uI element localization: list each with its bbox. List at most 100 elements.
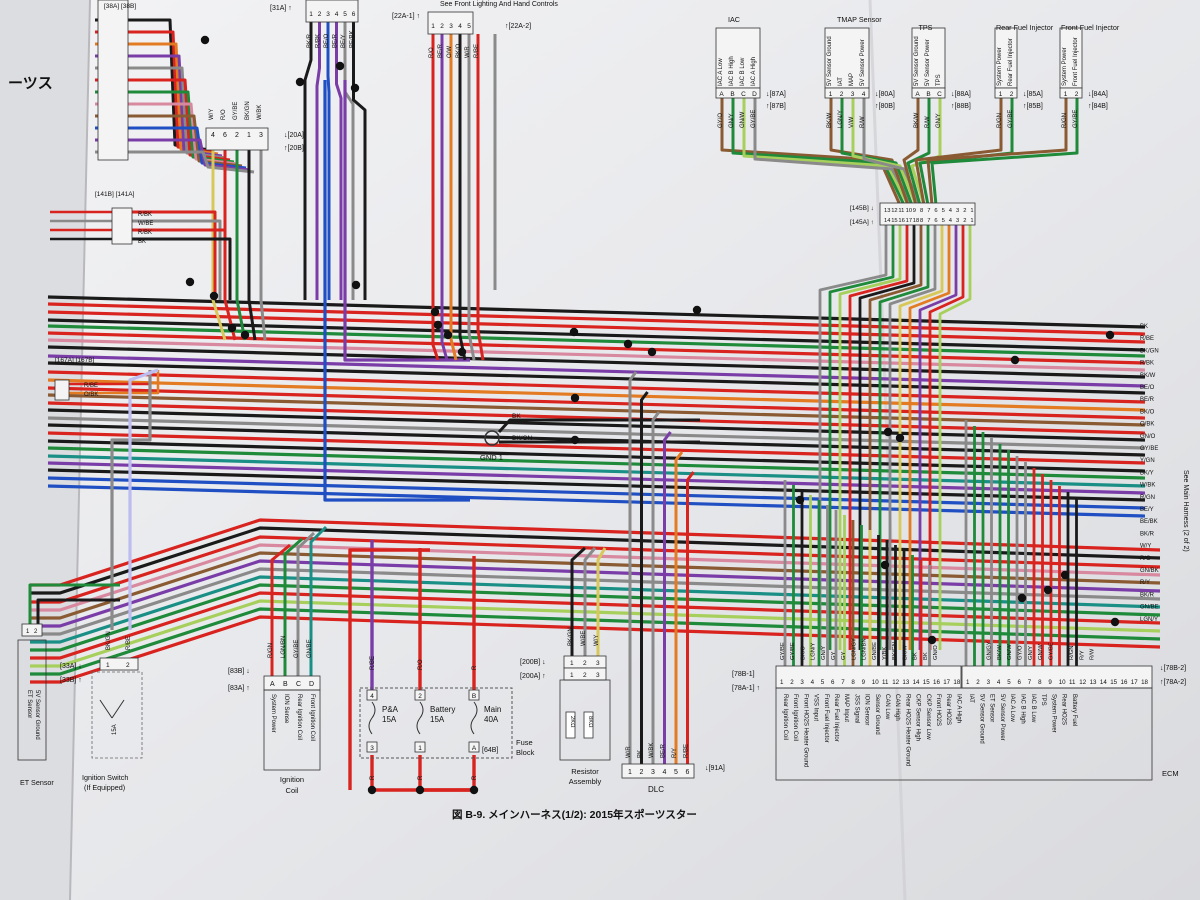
splice-dot <box>1105 330 1115 340</box>
resistor-ref-b: [200A] ↑ <box>520 673 546 680</box>
sensor-pin-label: IAC B Low <box>740 57 746 86</box>
figure-caption: 図 B-9. メインハーネス(1/2): 2015年スポーツスター <box>452 808 697 821</box>
pin-number: 7 <box>1028 679 1032 686</box>
wire-label: W/R <box>626 746 632 758</box>
connector-145-wire <box>928 225 965 650</box>
coil-wire <box>270 543 291 676</box>
harness-wire-label: BK <box>1140 324 1148 330</box>
harness-wire-label: BK/W <box>1140 373 1156 379</box>
sensor-pin-label: 5V Sensor Ground <box>827 36 833 86</box>
connector-167-wire <box>69 370 160 395</box>
ecm-pin-label: Battery Fuel <box>1071 694 1077 726</box>
pin-number: 11 <box>898 208 904 214</box>
ecm-body <box>775 687 1153 781</box>
resistor-title: Resistor <box>571 767 599 776</box>
splice-dot <box>335 61 345 71</box>
ecm-pin-label: ET Sensor <box>989 694 995 722</box>
pin-number: 2 <box>976 679 980 686</box>
pin-number: 2 <box>318 11 322 18</box>
harness-wire-label: BE/O <box>1140 385 1155 391</box>
wire-label: V/W <box>849 116 855 128</box>
resistor-value: 2KΩ <box>569 716 575 728</box>
bus-wire <box>47 386 1146 420</box>
bus-wire <box>47 302 1146 336</box>
wire-label: R/GN <box>268 643 274 658</box>
sensor-ref-b: ↑[84B] <box>1088 103 1108 110</box>
wire-label: W/R <box>465 46 471 58</box>
ecm-pin-label: Sensor Ground <box>874 694 880 735</box>
wire-label: GY/BE <box>790 642 796 660</box>
wire-label: R/O <box>221 109 227 120</box>
wire-label: BK/W <box>902 645 908 660</box>
pin-number: D <box>752 91 757 98</box>
pin-number: 5 <box>942 218 945 224</box>
pin-number: 1 <box>970 208 973 214</box>
wire-label: R <box>418 775 424 780</box>
bus-wire <box>47 484 1146 518</box>
sensor-ref-a: ↓[80A] <box>875 91 895 98</box>
sensor-wire <box>829 98 910 206</box>
connector-22a1 <box>427 11 474 35</box>
splice-dot <box>623 339 633 349</box>
harness-wire-label: BK/O <box>1140 409 1155 415</box>
bus-wire <box>47 446 1146 480</box>
connector-145-wire <box>828 225 895 650</box>
pin-number: 14 <box>913 679 920 686</box>
splice-dot <box>1010 355 1020 365</box>
bus-wire <box>47 378 1146 412</box>
dlc-wire <box>674 451 684 764</box>
ecm-pin-label: Front HO2S Heater Ground <box>802 694 808 767</box>
wire-label: BE/R <box>661 743 667 758</box>
wire-label: BK/GN <box>106 631 112 650</box>
wire-label: GY/BE <box>1073 110 1079 128</box>
connector-145-wire <box>858 225 916 650</box>
sensor-pin-label: System Power <box>997 47 1003 86</box>
sensor-pin-label: MAP <box>849 73 855 86</box>
ign-ref: [33A] ↓ <box>60 663 82 670</box>
harness-wire-label: BE/R <box>1140 397 1155 403</box>
sensor-title: TPS <box>919 23 933 32</box>
splice-dot <box>895 433 905 443</box>
wire-label: BK/W <box>914 112 920 128</box>
sensor-wire <box>930 98 1079 206</box>
connector-31a-wire <box>352 22 367 300</box>
ecm-ref: [78B-1] <box>732 671 755 678</box>
harness-wire-label: R/Y <box>1140 580 1150 586</box>
sensor-pin-label: Rear Fuel Injector <box>1008 38 1014 86</box>
connector-31a-wire <box>315 22 321 300</box>
ecm-pin-label: VSS Input <box>813 694 819 721</box>
sensor-pin-row <box>1059 87 1083 99</box>
wire-label: GN/Y <box>821 646 827 660</box>
dlc-wire <box>686 471 695 764</box>
ecm-pin-label: JSS Signal <box>853 694 859 723</box>
bus-wire <box>47 439 1146 473</box>
bus-wire <box>47 461 1146 495</box>
pin-number: 4 <box>949 208 953 214</box>
connector-31a-wire <box>326 22 331 300</box>
wire-label: R/GN <box>1062 113 1068 128</box>
wire-label: GN/GY <box>987 641 993 660</box>
ecm-pin-label: Rear HO2S <box>945 694 951 725</box>
pin-number: 10 <box>872 679 879 686</box>
pin-number: C <box>296 681 301 688</box>
sensor-pin-row <box>715 87 761 99</box>
pin-number: 5 <box>674 769 678 776</box>
harness-wire-label: BK/R <box>1140 592 1155 598</box>
wire-label: GN/BE <box>872 642 878 660</box>
sensor-ref-b: ↑[87B] <box>766 103 786 110</box>
resistor-wire <box>570 546 587 656</box>
pin-number: 5 <box>467 23 471 30</box>
splice-dot <box>295 77 305 87</box>
et-pin-label: 5V Sensor Ground <box>34 690 40 740</box>
ground-label: GND 1 <box>480 453 503 462</box>
pin-number: 1 <box>970 218 973 224</box>
right-side-label: See Main Harness (2 of 2) <box>1182 470 1189 552</box>
bus-wire <box>47 370 1146 404</box>
pin-number: 4 <box>335 11 339 18</box>
fuse-symbol <box>416 701 424 735</box>
bus-wire <box>47 468 1146 502</box>
wire-label: LGN/Y <box>811 642 817 660</box>
wire-label: GN/Y <box>1028 646 1034 660</box>
sensor-ref-b: ↑[85B] <box>1023 103 1043 110</box>
